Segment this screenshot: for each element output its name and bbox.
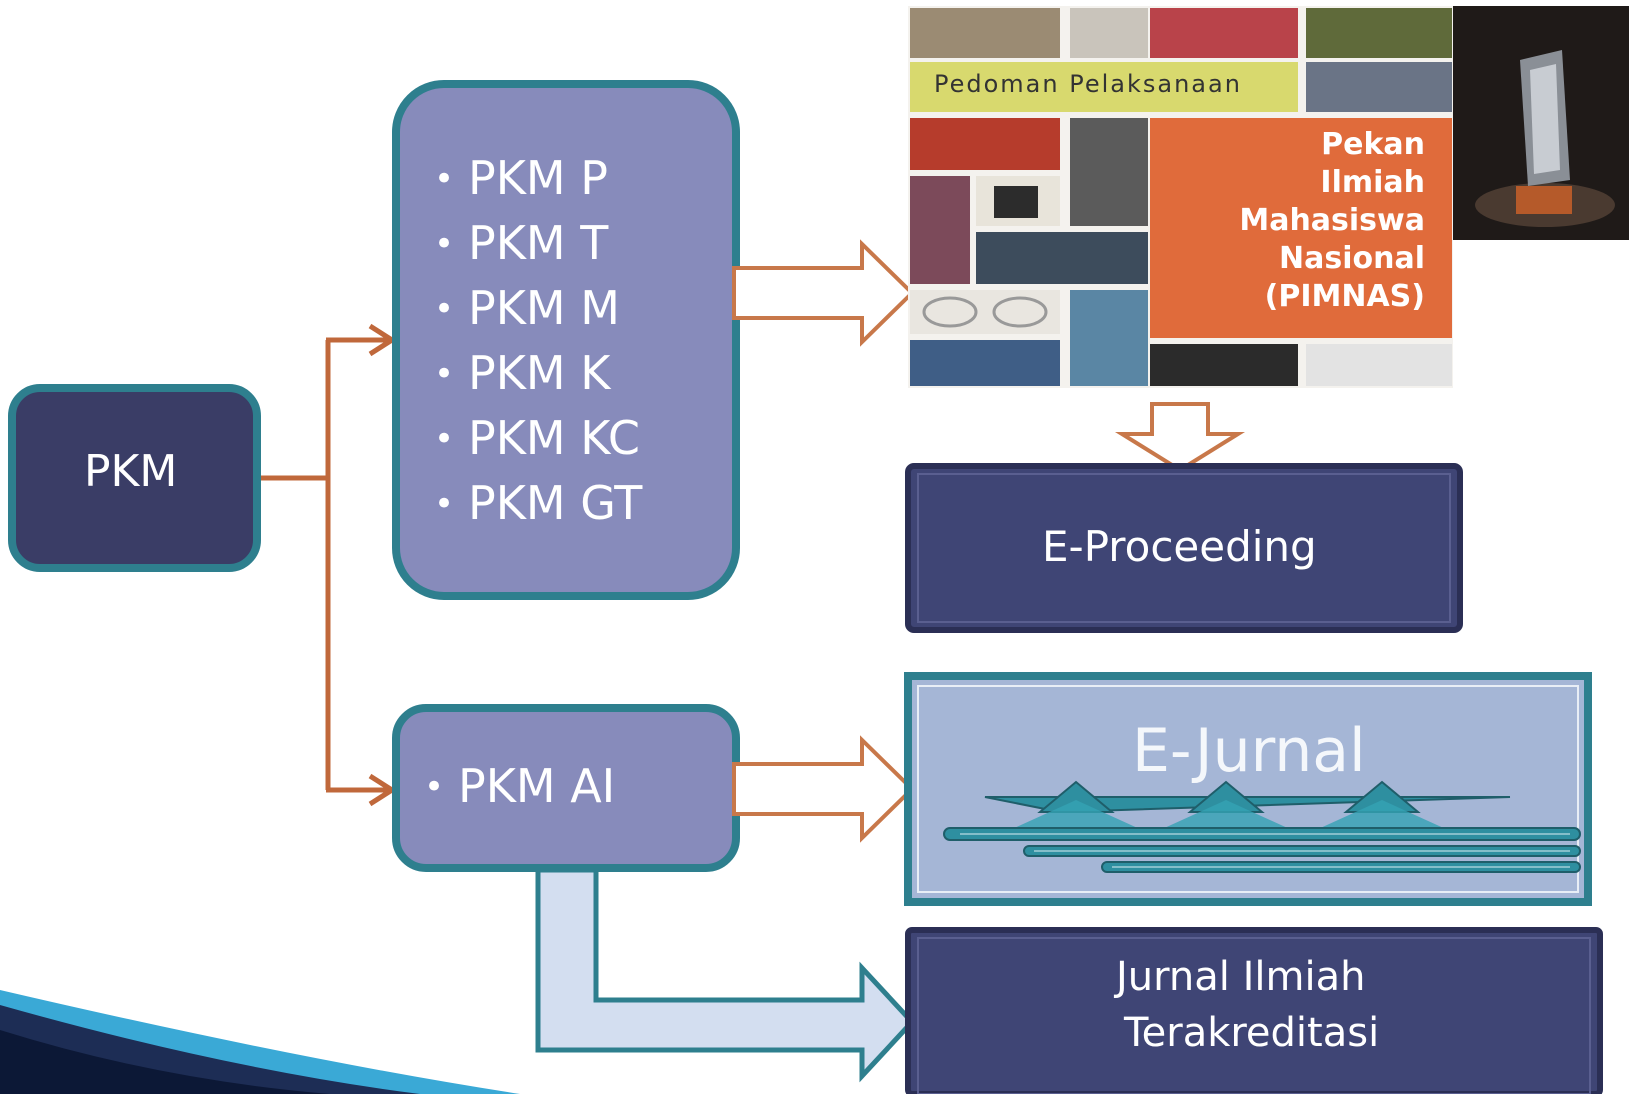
e-jurnal-label: E-Jurnal: [1132, 716, 1366, 786]
pkm-item: PKM GT: [434, 471, 642, 536]
e-proceeding-box: [905, 463, 1463, 633]
cover-bar-text: Pedoman Pelaksanaan: [934, 70, 1242, 98]
pkm-group-top-list: PKM P PKM T PKM M PKM K PKM KC PKM GT: [434, 146, 642, 536]
cover-title-line: Pekan: [1321, 127, 1425, 162]
cover-title-line: (PIMNAS): [1264, 279, 1425, 314]
pkm-item: PKM AI: [424, 754, 615, 819]
connector-lines: [255, 323, 397, 807]
arrow-to-eproceeding: [1114, 402, 1246, 473]
decorative-swoosh: [0, 990, 520, 1094]
cover-title-line: Ilmiah: [1320, 165, 1425, 200]
trophy-image: [1453, 6, 1629, 240]
cover-title: Pekan Ilmiah Mahasiswa Nasional (PIMNAS): [1239, 126, 1425, 316]
e-proceeding-label: E-Proceeding: [1042, 522, 1317, 571]
pkm-group-bottom-list: PKM AI: [424, 754, 615, 819]
cover-title-line: Mahasiswa: [1239, 203, 1425, 238]
pkm-item: PKM KC: [434, 406, 642, 471]
arrow-to-jurnal-ilmiah: [535, 867, 916, 1083]
e-jurnal-decoration: [943, 780, 1581, 873]
pimnas-cover-image: [908, 6, 1453, 388]
jurnal-ilmiah-label-line2: Terakreditasi: [1124, 1010, 1380, 1056]
jurnal-ilmiah-label-line1: Jurnal Ilmiah: [1116, 954, 1366, 1000]
pkm-item: PKM M: [434, 276, 642, 341]
pkm-item: PKM P: [434, 146, 642, 211]
arrow-to-pimnas: [732, 239, 915, 347]
jurnal-ilmiah-box: [905, 927, 1603, 1094]
pkm-root-label: PKM: [84, 446, 178, 497]
pkm-item: PKM K: [434, 341, 642, 406]
pkm-root-box: [8, 384, 261, 572]
cover-title-line: Nasional: [1279, 241, 1425, 276]
arrow-to-ejurnal: [732, 735, 915, 843]
pkm-item: PKM T: [434, 211, 642, 276]
